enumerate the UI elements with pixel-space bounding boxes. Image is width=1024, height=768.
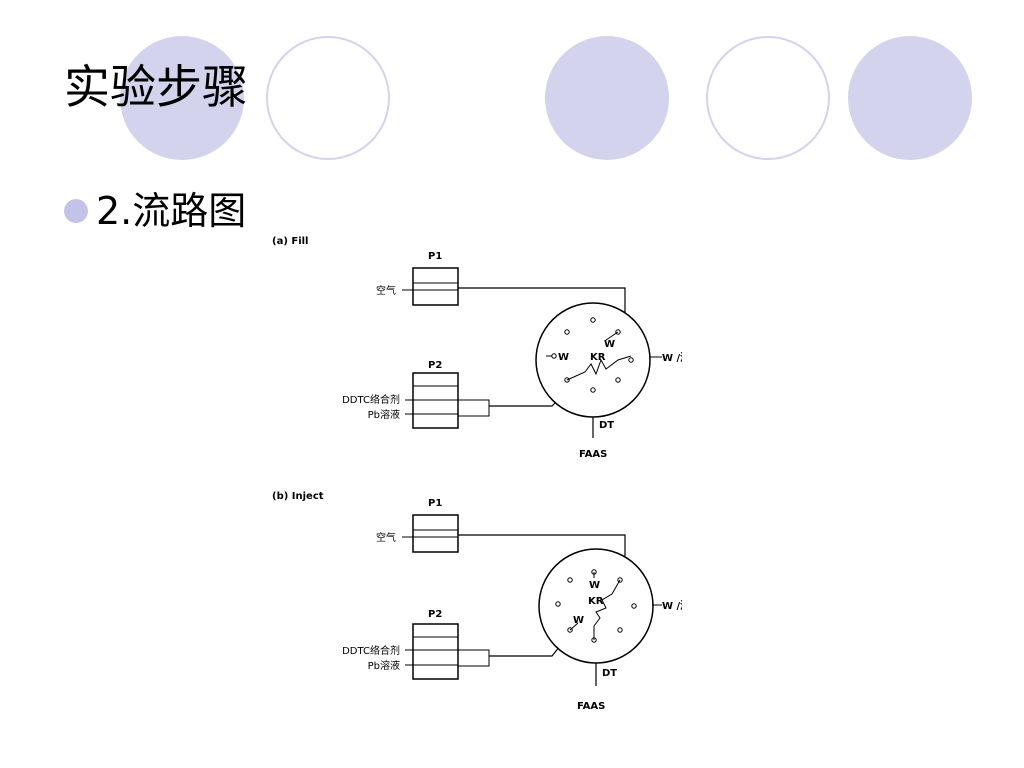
- panel-inject: (b) Inject P1 空气 P2 DDTC络合剂 Pb溶液 W W KR: [272, 491, 682, 712]
- panel-b-eluent-label: W /洗脱剂: [662, 599, 682, 612]
- panel-b-pump2-label: P2: [428, 609, 442, 620]
- panel-a-air-label: 空气: [376, 284, 396, 297]
- panel-a-pump1: [412, 267, 459, 306]
- decorative-circle-3: [545, 36, 669, 160]
- panel-b-air-label: 空气: [376, 531, 396, 544]
- panel-b-waste-inner: W: [573, 615, 584, 626]
- decorative-circle-4: [706, 36, 830, 160]
- decorative-circle-1: [120, 36, 244, 160]
- panel-a-detector-label: FAAS: [579, 449, 607, 460]
- decorative-circle-2: [266, 36, 390, 160]
- panel-b-reagent-label: DDTC络合剂: [342, 644, 400, 657]
- panel-a-eluent-label: W /洗脱剂: [662, 351, 682, 364]
- panel-a-pump1-label: P1: [428, 251, 442, 262]
- flow-diagram: (a) Fill P1 空气 P2 DDTC络合剂 Pb溶液 W W KR: [272, 236, 682, 712]
- panel-a-heading: (a) Fill: [272, 236, 308, 247]
- panel-b-detector-label: FAAS: [577, 701, 605, 712]
- panel-a-reactor-label: KR: [590, 352, 606, 363]
- panel-a-coil: [566, 355, 632, 381]
- panel-b-reactor-label: KR: [588, 596, 604, 607]
- bullet-text: 2.流路图: [96, 189, 247, 233]
- panel-b-waste-top: W: [589, 580, 600, 591]
- panel-a-reagent-label: DDTC络合剂: [342, 393, 400, 406]
- panel-a-dt-label: DT: [599, 420, 614, 431]
- panel-b-heading: (b) Inject: [272, 491, 324, 502]
- panel-b-coil: [593, 579, 621, 640]
- panel-fill: (a) Fill P1 空气 P2 DDTC络合剂 Pb溶液 W W KR: [272, 236, 682, 460]
- panel-a-sample-label: Pb溶液: [368, 408, 400, 421]
- panel-b-pump2: [412, 623, 459, 680]
- slide-title: 实验步骤: [64, 60, 248, 114]
- panel-a-pump2-label: P2: [428, 360, 442, 371]
- panel-b-pump1-label: P1: [428, 498, 442, 509]
- decorative-circle-5: [848, 36, 972, 160]
- panel-b-dt-label: DT: [602, 668, 617, 679]
- panel-b-sample-label: Pb溶液: [368, 659, 400, 672]
- bullet-item: 2.流路图: [64, 192, 246, 230]
- panel-a-waste-left: W: [558, 352, 569, 363]
- panel-a-waste-inner: W: [604, 339, 615, 350]
- bullet-dot-icon: [64, 199, 88, 223]
- panel-b-pump1: [412, 514, 459, 553]
